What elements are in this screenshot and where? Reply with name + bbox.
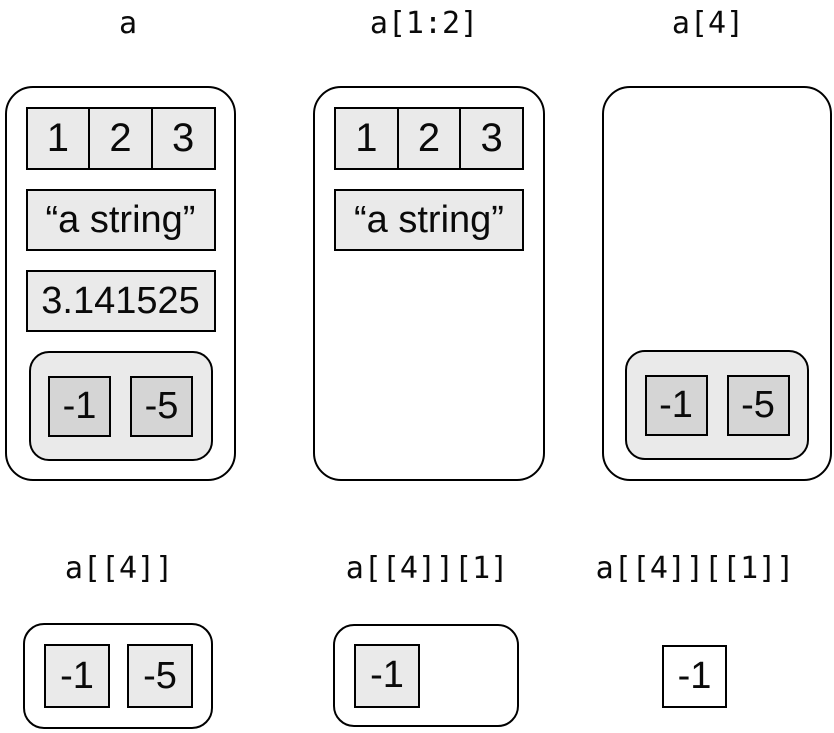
scalar-cell-a-44-11: -1 [662, 645, 727, 708]
nested-cell: -5 [130, 375, 193, 437]
nested-cell: -1 [644, 374, 708, 436]
list-cell: -1 [44, 644, 110, 708]
title-a-44-11: a[[4]][[1]] [595, 551, 795, 586]
title-a-44: a[[4]] [64, 551, 174, 586]
vector-cell: 2 [396, 107, 462, 170]
list-box-a-44: -1 -5 [23, 623, 213, 729]
vector-cell: 1 [334, 107, 399, 170]
nested-cell: -5 [726, 374, 790, 436]
string-cell: “a string” [25, 189, 216, 251]
string-cell: “a string” [334, 189, 524, 251]
vector-cell: 1 [25, 107, 91, 170]
list-cell: -5 [127, 644, 193, 708]
title-a-4: a[4] [671, 6, 745, 41]
list-box-a-slice: 1 2 3 “a string” [313, 86, 545, 481]
title-a: a [118, 6, 138, 41]
title-a-44-1: a[[4]][1] [345, 551, 509, 586]
list-box-a: 1 2 3 “a string” 3.141525 -1 -5 [5, 86, 236, 481]
list-cell: -1 [354, 643, 420, 708]
title-a-slice-1-2: a[1:2] [369, 6, 479, 41]
vector-cell: 3 [150, 107, 216, 170]
list-box-a-4: -1 -5 [602, 86, 832, 481]
vector-row: 1 2 3 [334, 107, 525, 170]
vector-row: 1 2 3 [25, 107, 216, 170]
nested-cell: -1 [48, 375, 111, 437]
nested-list-box: -1 -5 [28, 351, 213, 461]
nested-list-box: -1 -5 [625, 350, 809, 460]
number-cell: 3.141525 [25, 270, 216, 332]
list-box-a-44-1: -1 [333, 624, 519, 727]
vector-cell: 2 [88, 107, 153, 170]
vector-cell: 3 [459, 107, 525, 170]
